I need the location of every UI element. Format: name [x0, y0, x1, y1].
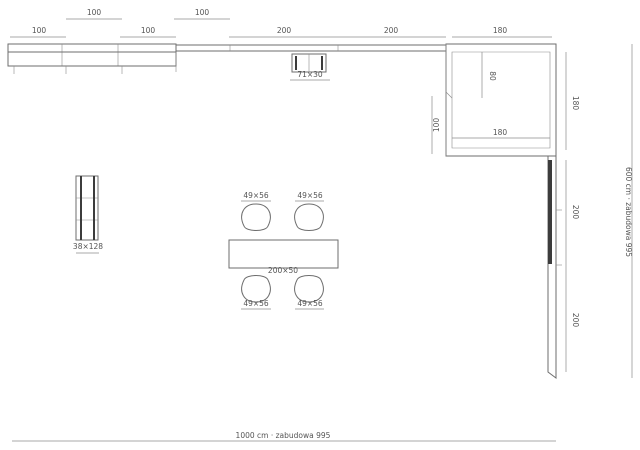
- chair-top-right: [294, 203, 324, 231]
- dim-label-top-1: 100: [32, 26, 47, 35]
- shelf-unit: [75, 175, 99, 241]
- dim-label-upper-1: 100: [87, 8, 102, 17]
- overall-height-label: 600 cm · zabudowa 995: [624, 167, 633, 257]
- dim-label-top-4: 200: [384, 26, 399, 35]
- top-cabinet-run: [7, 43, 447, 74]
- chair-size-top-left: 49×56: [243, 191, 269, 200]
- dim-label-upper-2: 100: [195, 8, 210, 17]
- right-cabinet-run: [547, 155, 562, 379]
- sink: [291, 53, 327, 73]
- dimension-lines: [10, 18, 633, 442]
- dining-table: [228, 239, 339, 269]
- chair-size-top-right: 49×56: [297, 191, 323, 200]
- dim-label-inner-80: 80: [488, 71, 497, 81]
- chair-bottom-left: [241, 275, 271, 303]
- chair-size-bottom-left: 49×56: [243, 299, 269, 308]
- chair-top-left: [241, 203, 271, 231]
- dim-label-corner-100: 100: [432, 118, 441, 133]
- dim-label-right-1: 180: [571, 96, 580, 111]
- dim-label-top-3: 200: [277, 26, 292, 35]
- corner-cabinet: [445, 43, 557, 157]
- chair-size-bottom-right: 49×56: [297, 299, 323, 308]
- dim-label-right-3: 200: [571, 313, 580, 328]
- dimension-labels: 100 100 200 200 180 100 100 71×30 80 180…: [32, 8, 633, 440]
- dim-label-top-5: 180: [493, 26, 508, 35]
- table-size-label: 200×50: [268, 266, 298, 275]
- overall-width-label: 1000 cm · zabudowa 995: [236, 431, 331, 440]
- sink-size-label: 71×30: [297, 70, 323, 79]
- chair-bottom-right: [294, 275, 324, 303]
- dim-label-top-2: 100: [141, 26, 156, 35]
- dim-label-inner-180: 180: [493, 128, 508, 137]
- dim-label-right-2: 200: [571, 205, 580, 220]
- shelf-size-label: 38×128: [73, 242, 103, 251]
- chairs: [241, 203, 324, 303]
